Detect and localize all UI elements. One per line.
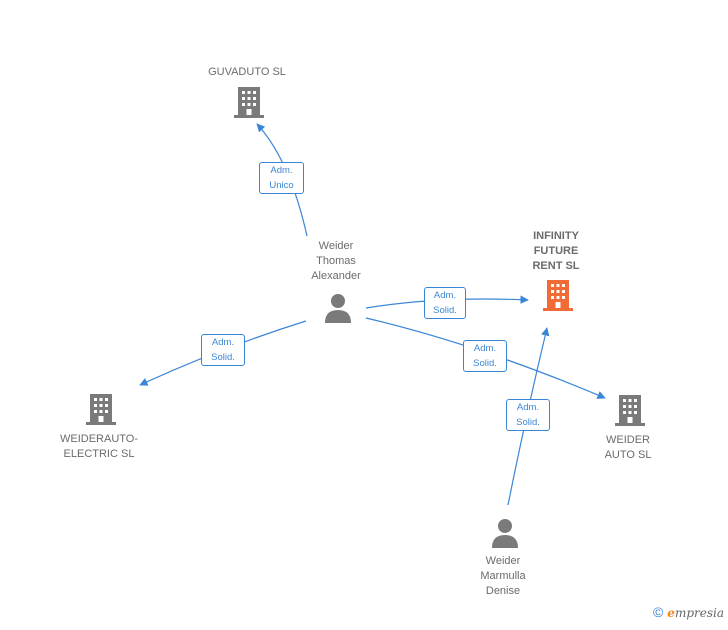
brand-initial: e <box>667 606 675 620</box>
relation-label: Adm. Solid. <box>201 334 245 366</box>
relation-role: Adm. <box>270 165 293 176</box>
relation-role: Adm. <box>433 290 457 301</box>
person-icon[interactable] <box>325 294 351 323</box>
relation-label: Adm. Solid. <box>424 287 466 319</box>
brand-name: mpresia <box>674 606 724 620</box>
person-label-weider-thomas-alexander[interactable]: Weider Thomas Alexander <box>311 240 361 282</box>
relation-role: Adm. <box>211 337 235 348</box>
building-icon[interactable] <box>234 87 264 118</box>
relation-type: Solid. <box>516 417 540 428</box>
relation-type: Solid. <box>433 305 457 316</box>
relation-type: Solid. <box>473 358 497 369</box>
building-icon-highlighted[interactable] <box>543 280 573 311</box>
copyright-symbol: © <box>652 604 664 620</box>
relation-type: Unico <box>269 180 294 191</box>
empresia-logo[interactable]: ©empresia <box>653 604 724 620</box>
building-icon[interactable] <box>86 394 116 425</box>
relation-label: Adm. Solid. <box>463 340 507 372</box>
relation-role: Adm. <box>516 402 540 413</box>
person-label-weider-marmulla-denise[interactable]: Weider Marmulla Denise <box>480 555 526 597</box>
relation-role: Adm. <box>473 343 497 354</box>
relation-type: Solid. <box>211 352 235 363</box>
person-icon[interactable] <box>492 519 518 548</box>
company-label-weiderauto-electric[interactable]: WEIDERAUTO- ELECTRIC SL <box>59 433 139 460</box>
company-label-weider-auto[interactable]: WEIDER AUTO SL <box>604 434 652 461</box>
company-label-guvaduto[interactable]: GUVADUTO SL <box>208 66 286 78</box>
company-label-infinity-future-rent[interactable]: INFINITY FUTURE RENT SL <box>532 230 580 272</box>
relation-label: Adm. Unico <box>259 162 304 194</box>
building-icon[interactable] <box>615 395 645 426</box>
relation-label: Adm. Solid. <box>506 399 550 431</box>
